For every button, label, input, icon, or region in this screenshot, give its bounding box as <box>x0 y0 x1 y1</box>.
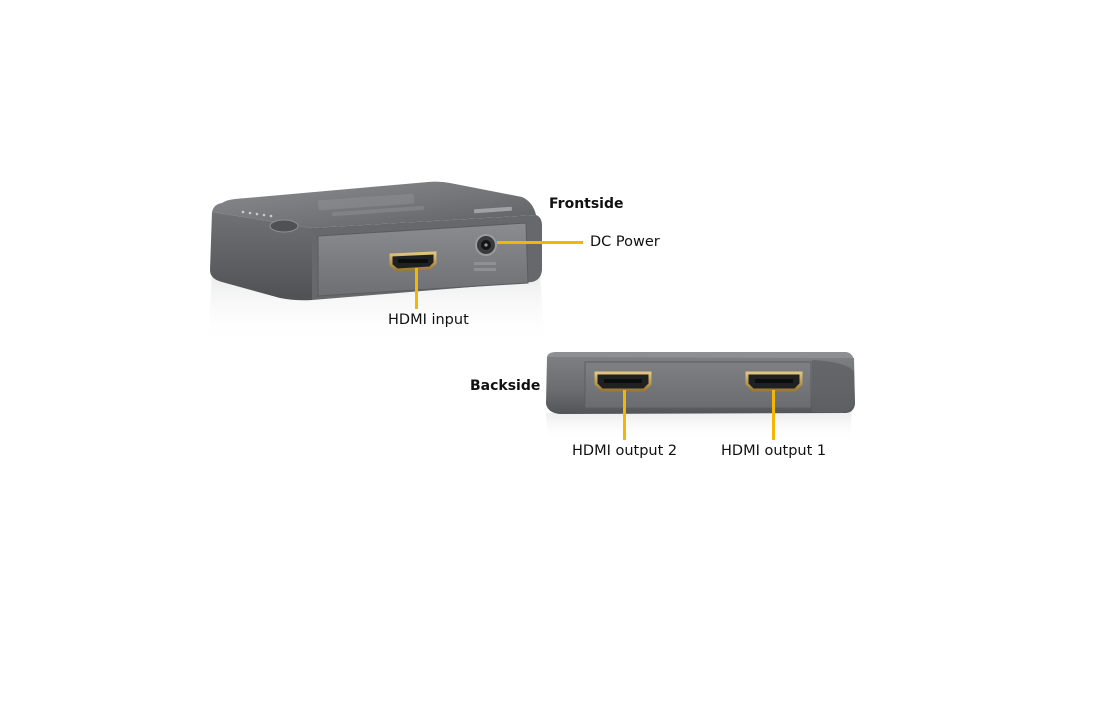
front-device-logo <box>317 193 424 217</box>
hdmi-output-1-port <box>745 371 803 392</box>
hdmi-output-2-label: HDMI output 2 <box>572 443 678 459</box>
hdmi-input-port <box>389 251 437 272</box>
back-device-reflection <box>546 411 852 442</box>
led-indicators <box>241 210 273 218</box>
dc-power-callout-line <box>497 241 583 244</box>
front-device-top <box>212 181 536 228</box>
back-device <box>546 352 855 442</box>
hdmi-output-2-port <box>594 371 652 392</box>
front-device-left-side <box>210 212 312 301</box>
hdmi-output-2-callout-line <box>623 390 626 440</box>
frontside-heading: Frontside <box>549 196 624 212</box>
hdmi-output-1-callout-line <box>772 390 775 440</box>
hdmi-input-label: HDMI input <box>388 312 469 328</box>
dc-power-label: DC Power <box>590 234 660 250</box>
front-device <box>208 181 544 345</box>
front-device-model-label <box>473 206 513 214</box>
hdmi-input-callout-line <box>415 268 418 309</box>
backside-heading: Backside <box>470 378 541 394</box>
front-device-button <box>269 219 299 233</box>
dc-power-jack <box>474 234 497 271</box>
hdmi-output-1-label: HDMI output 1 <box>721 443 827 459</box>
